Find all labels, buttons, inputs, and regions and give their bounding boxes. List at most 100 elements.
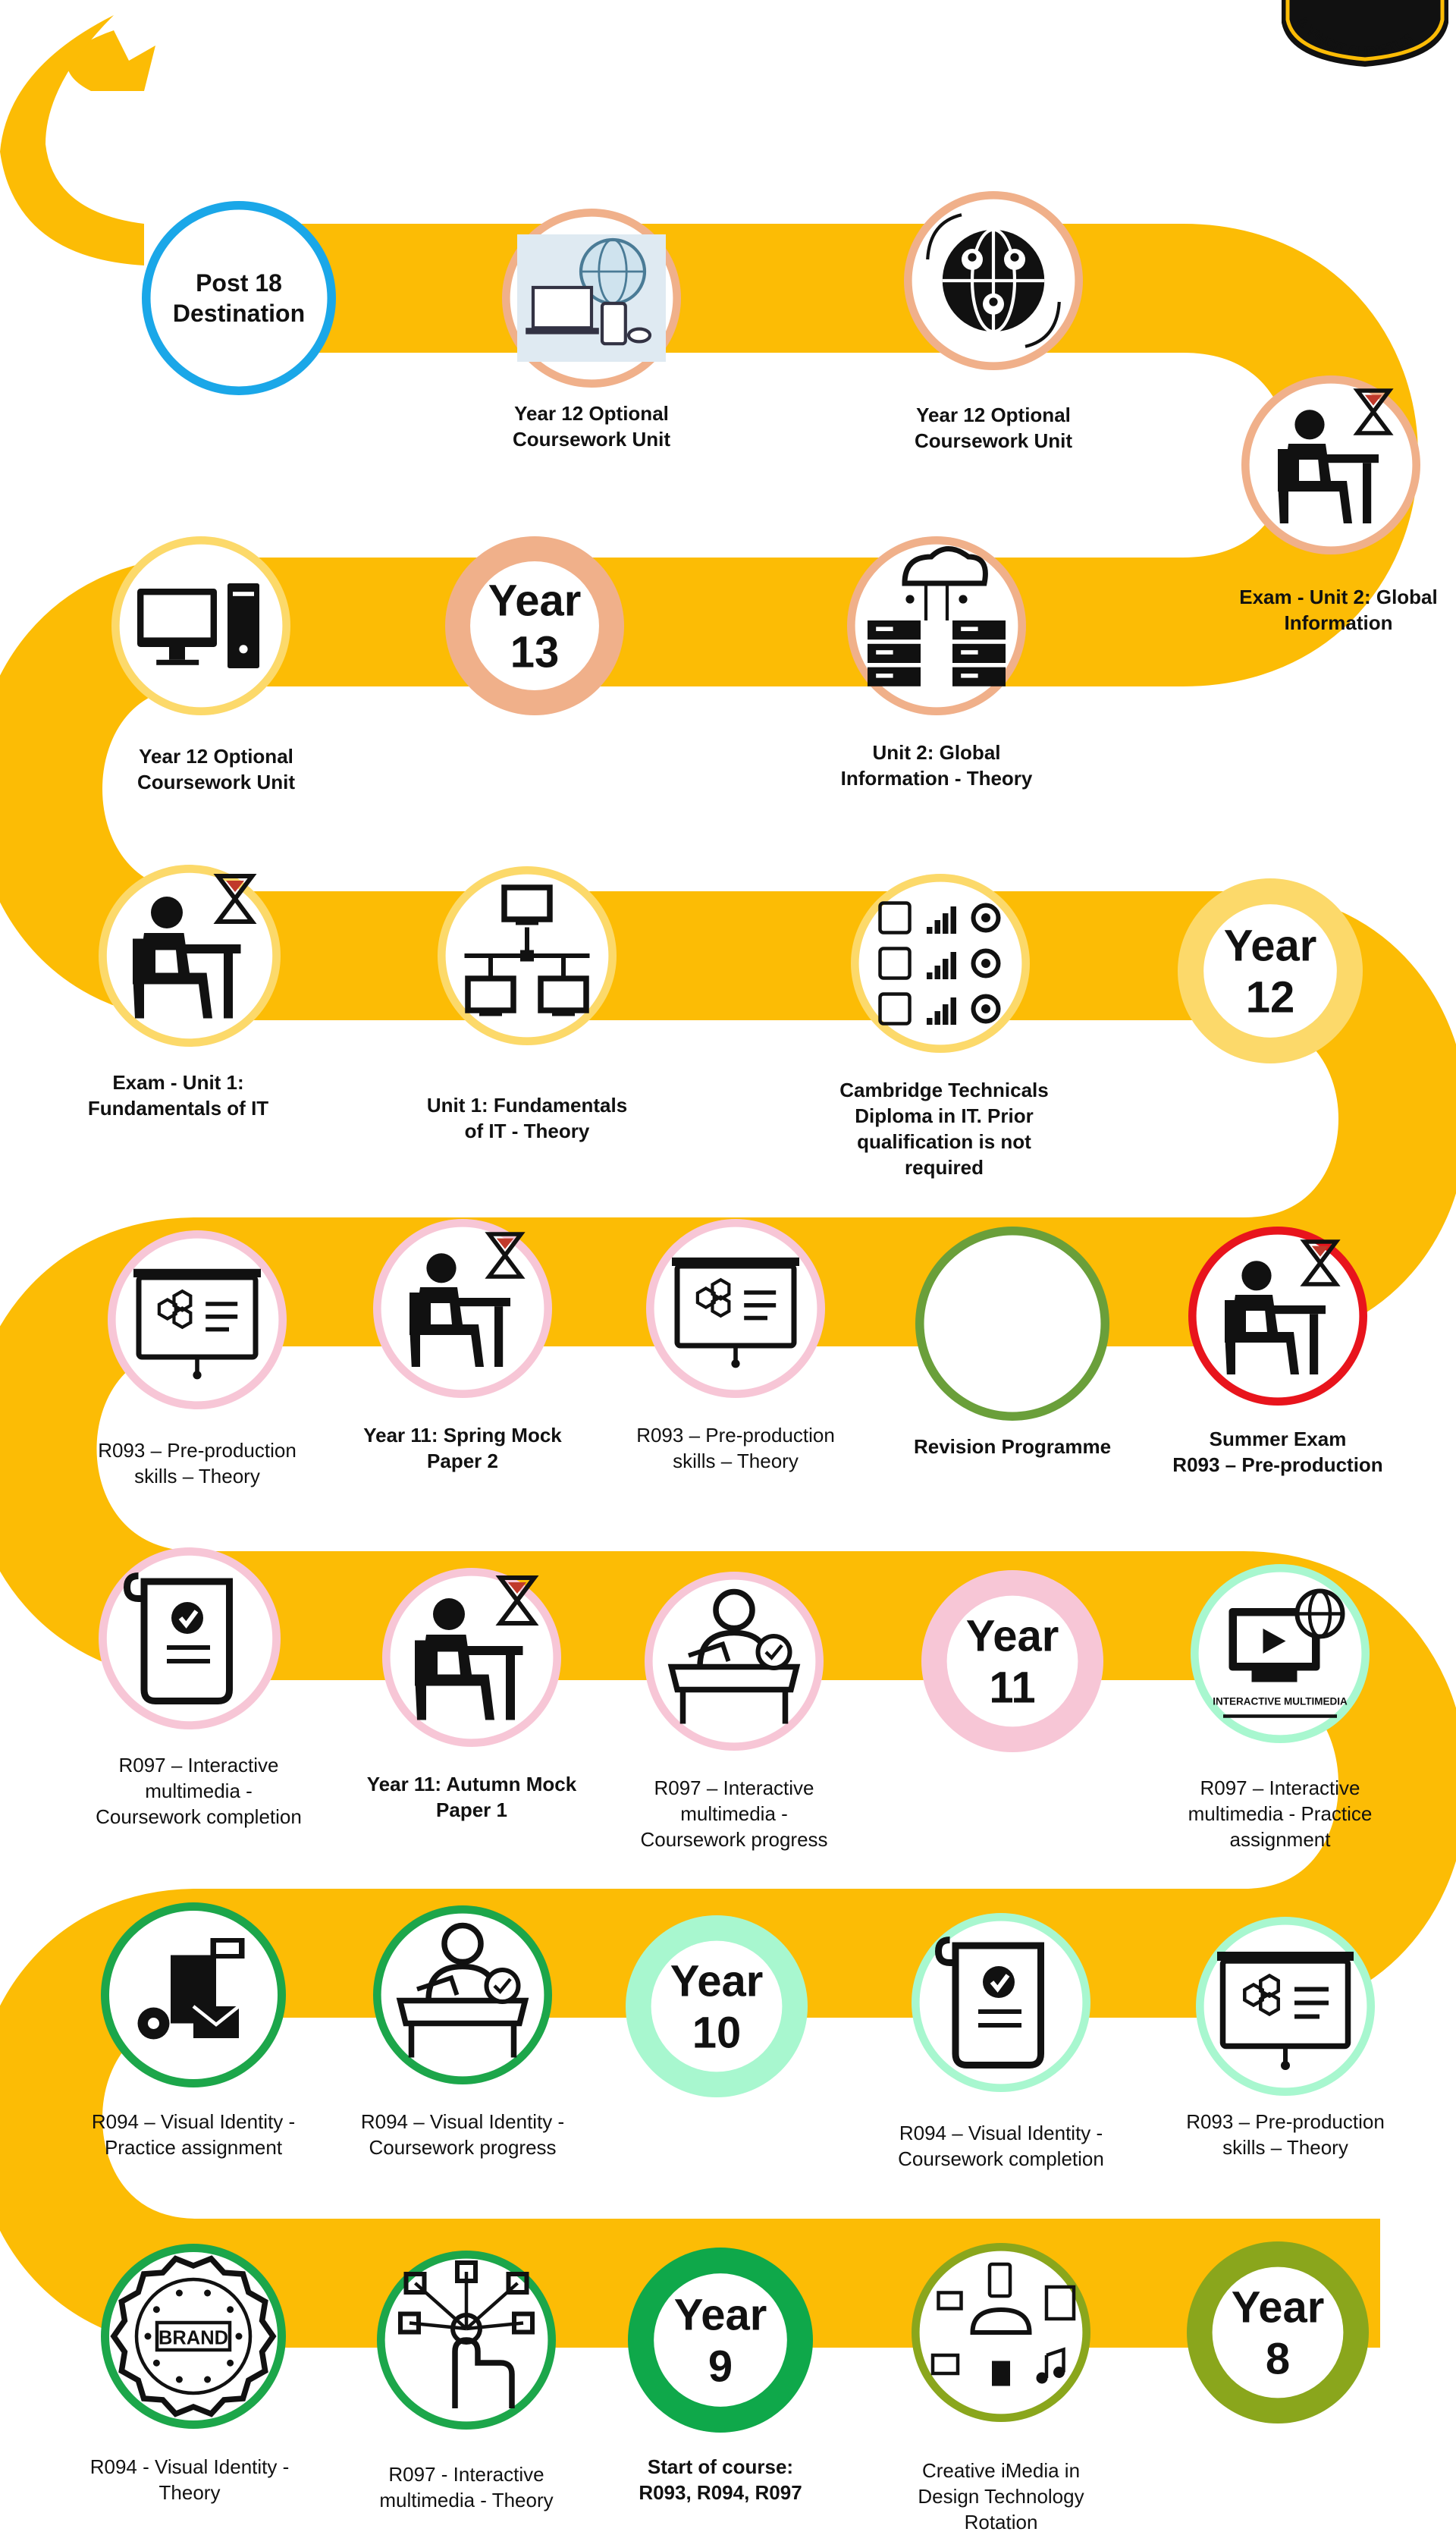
person-desk-check-icon <box>667 1588 801 1724</box>
stop-spring <box>373 1219 552 1398</box>
stop-label: R093 – Pre-production skills – Theory <box>636 1424 835 1472</box>
certificate-scroll-icon <box>934 1937 1044 2069</box>
stop-unit2 <box>847 536 1026 715</box>
stop-face <box>1196 1234 1360 1398</box>
stop-r097cc <box>99 1547 281 1729</box>
stop-summer <box>1188 1227 1367 1406</box>
interactive-multimedia-icon: INTERACTIVE MULTIMEDIA <box>1213 1588 1348 1718</box>
stop-label: Cambridge Technicals Diploma in IT. Prio… <box>839 1079 1049 1179</box>
stop-label: R097 - Interactive multimedia - Theory <box>379 2463 554 2511</box>
stop-face <box>924 1235 1101 1412</box>
stop-label: R097 – Interactive multimedia - Coursewo… <box>96 1754 302 1828</box>
stop-label: Unit 1: Fundamentals of IT - Theory <box>426 1094 628 1142</box>
year-marker-text: Year <box>670 1956 764 2006</box>
exam-desk-hourglass-icon <box>1278 388 1394 523</box>
stop-label: Year 12 Optional Coursework Unit <box>136 745 296 793</box>
year-marker-text: 13 <box>510 627 560 677</box>
exam-desk-hourglass-icon <box>415 1575 539 1720</box>
network-computers-icon <box>464 884 590 1016</box>
global-network-icon <box>926 213 1061 348</box>
year-marker-text: Year <box>1224 921 1317 970</box>
stop-label: R093 – Pre-production skills – Theory <box>98 1439 297 1487</box>
hand-circuit-icon <box>398 2260 535 2408</box>
destination-text: Destination <box>173 300 305 327</box>
year-marker-text: Year <box>1232 2282 1325 2332</box>
stop-imedia <box>912 2243 1090 2422</box>
stop-face <box>150 209 328 387</box>
stop-unit1 <box>438 866 617 1045</box>
stop-label: R094 – Visual Identity - Practice assign… <box>91 2110 296 2159</box>
cloud-server-icon <box>868 546 1006 686</box>
stop-face <box>1212 2266 1344 2398</box>
exam-desk-hourglass-icon <box>1225 1239 1341 1374</box>
stop-label: Year 12 Optional Coursework Unit <box>914 404 1073 452</box>
road-start-curve <box>0 15 144 265</box>
year-marker-text: 8 <box>1266 2334 1290 2383</box>
stop-y12cw1 <box>502 209 681 388</box>
stop-face <box>106 872 273 1039</box>
year-marker-text: 9 <box>708 2342 733 2391</box>
stop-label: Exam - Unit 2: Global Information <box>1239 586 1438 634</box>
stop-label: Summer Exam R093 – Pre-production <box>1172 1428 1383 1476</box>
stop-r093a <box>108 1230 287 1409</box>
stop-r094pa <box>101 1902 286 2087</box>
stop-label: R094 - Visual Identity - Theory <box>89 2455 290 2504</box>
stop-label: R097 – Interactive multimedia - Practice… <box>1188 1776 1373 1851</box>
stop-face <box>651 1940 783 2072</box>
stop-face <box>946 1595 1078 1727</box>
presentation-board-icon <box>133 1268 261 1380</box>
stop-face <box>390 1575 554 1739</box>
icon-caption: BRAND <box>158 2328 228 2349</box>
stop-r097t <box>377 2251 556 2430</box>
year-marker-text: Year <box>966 1611 1059 1660</box>
year-marker-text: 12 <box>1246 972 1295 1022</box>
stop-r094cp <box>373 1905 552 2084</box>
stop-r097cp <box>645 1572 824 1751</box>
stop-label: Start of course: R093, R094, R097 <box>639 2455 802 2504</box>
stop-label: Year 11: Autumn Mock Paper 1 <box>366 1773 577 1821</box>
stop-exam2 <box>1241 375 1420 554</box>
it-tools-grid-icon <box>878 901 1001 1026</box>
year-marker-text: Year <box>488 576 582 625</box>
stop-exam1 <box>99 865 281 1047</box>
stop-label: Creative iMedia in Design Technology Rot… <box>918 2459 1084 2533</box>
stop-autumn <box>382 1568 561 1747</box>
year-marker-text: 10 <box>692 2008 742 2057</box>
media-devices-icon <box>930 2262 1076 2386</box>
stop-label: Year 12 Optional Coursework Unit <box>512 402 671 451</box>
stop-label: R094 – Visual Identity - Coursework prog… <box>360 2110 565 2159</box>
icon-caption: INTERACTIVE MULTIMEDIA <box>1213 1696 1348 1707</box>
stop-face <box>1203 904 1337 1038</box>
stop-face <box>858 881 1022 1045</box>
stop-r093c <box>1196 1917 1375 2096</box>
brand-badge-icon: BRAND <box>110 2255 277 2417</box>
certificate-scroll-icon <box>123 1572 233 1704</box>
devices-globe-icon <box>517 234 666 362</box>
stop-y12cw3 <box>111 536 290 715</box>
stop-y12cw2 <box>904 191 1083 370</box>
presentation-board-icon <box>1217 1952 1354 2070</box>
stop-face <box>470 561 599 690</box>
year-marker-text: Year <box>674 2290 767 2339</box>
stop-label: R093 – Pre-production skills – Theory <box>1186 2110 1385 2159</box>
stop-label: R094 – Visual Identity - Coursework comp… <box>898 2122 1104 2170</box>
person-desk-check-icon <box>396 1922 529 2058</box>
presentation-board-icon <box>672 1257 799 1368</box>
stop-face <box>654 2273 787 2407</box>
stop-cambridge <box>851 874 1030 1053</box>
destination-text: Post 18 <box>196 269 282 297</box>
year-marker-text: 11 <box>989 1663 1035 1712</box>
stop-r097pa: INTERACTIVE MULTIMEDIA <box>1191 1564 1370 1743</box>
exam-desk-hourglass-icon <box>133 874 257 1019</box>
exam-desk-hourglass-icon <box>410 1232 526 1367</box>
stop-label: Exam - Unit 1: Fundamentals of IT <box>87 1071 269 1120</box>
stop-r093b <box>646 1219 825 1398</box>
stop-label: R097 – Interactive multimedia - Coursewo… <box>640 1776 828 1851</box>
stop-face <box>381 1913 544 2077</box>
desktop-computer-icon <box>137 583 259 668</box>
